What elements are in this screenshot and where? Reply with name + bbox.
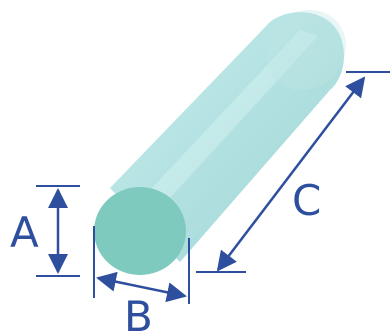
dimension-b-label: B (124, 292, 153, 333)
dimension-b-arrow-line (96, 271, 187, 303)
cylinder-far-end (265, 9, 347, 91)
dimension-a-label: A (10, 208, 39, 257)
dimension-c-label: C (292, 176, 321, 225)
cylinder-end-face (94, 187, 186, 275)
dimension-a: A (10, 185, 80, 277)
cylinder (94, 9, 347, 275)
dimension-c-arrow-line (216, 76, 366, 272)
dimension-b: B (93, 226, 190, 333)
dimension-c: C (196, 71, 390, 273)
